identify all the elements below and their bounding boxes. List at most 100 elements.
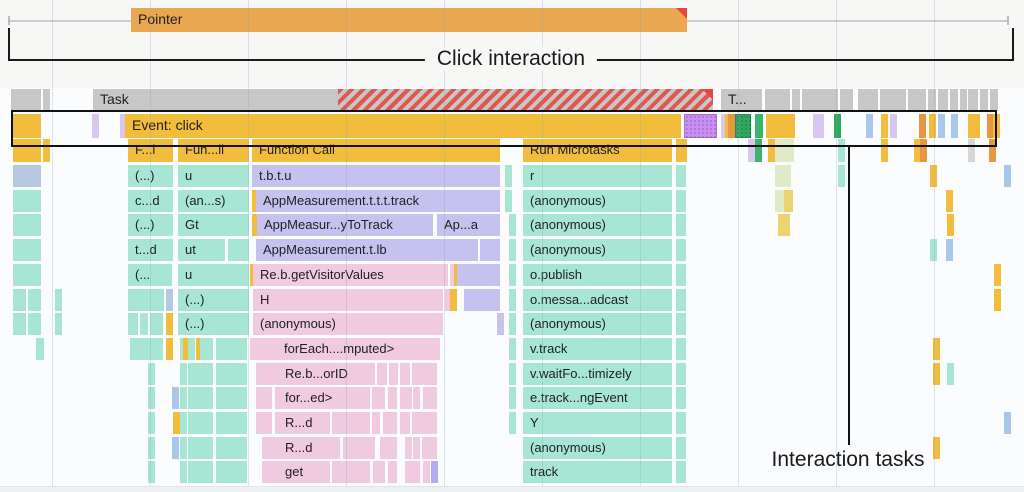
flame-segment[interactable] xyxy=(892,89,906,111)
flame-segment[interactable] xyxy=(947,363,954,385)
flame-segment[interactable] xyxy=(989,139,996,162)
flame-segment[interactable] xyxy=(377,363,387,385)
flame-segment[interactable] xyxy=(679,214,686,236)
flame-segment[interactable] xyxy=(199,437,213,459)
bar-t[interactable]: T... xyxy=(721,89,762,111)
flame-segment[interactable] xyxy=(128,289,164,311)
bar-appmeasurement-t-lb[interactable]: AppMeasurement.t.lb xyxy=(256,239,478,261)
bar-appmeasur-ytotrack[interactable]: AppMeasur...yToTrack xyxy=(257,214,433,236)
flame-segment[interactable] xyxy=(881,139,888,162)
flame-segment[interactable] xyxy=(808,89,838,111)
flame-segment[interactable] xyxy=(338,89,713,111)
flame-segment[interactable] xyxy=(450,289,457,311)
bar-an-s[interactable]: (an...s) xyxy=(178,190,249,212)
bar-ap-a[interactable]: Ap...a xyxy=(437,214,500,236)
flame-segment[interactable] xyxy=(13,289,26,311)
flame-segment[interactable] xyxy=(28,289,41,311)
bar-v-waitfo-timizely[interactable]: v.waitFo...timizely xyxy=(523,363,672,385)
flame-segment[interactable] xyxy=(263,412,272,434)
bar[interactable]: (... xyxy=(128,264,172,286)
flame-segment[interactable] xyxy=(216,363,223,385)
flame-segment[interactable] xyxy=(193,437,200,459)
flame-segment[interactable] xyxy=(166,289,173,311)
bar-anonymous[interactable]: (anonymous) xyxy=(523,190,672,212)
flame-segment[interactable] xyxy=(234,437,241,459)
flame-segment[interactable] xyxy=(221,338,228,360)
flame-segment[interactable] xyxy=(228,338,235,360)
flame-segment[interactable] xyxy=(1004,412,1011,434)
flame-segment[interactable] xyxy=(200,338,213,360)
flame-segment[interactable] xyxy=(228,461,235,483)
flame-segment[interactable] xyxy=(55,289,62,311)
flame-segment[interactable] xyxy=(838,139,845,162)
flame-segment[interactable] xyxy=(199,461,213,483)
flame-segment[interactable] xyxy=(13,190,41,212)
flame-segment[interactable] xyxy=(680,139,687,162)
flame-segment[interactable] xyxy=(188,363,195,385)
flame-segment[interactable] xyxy=(253,338,260,360)
flame-segment[interactable] xyxy=(216,387,223,409)
flame-segment[interactable] xyxy=(880,89,887,111)
flame-segment[interactable] xyxy=(221,412,228,434)
flame-segment[interactable] xyxy=(755,139,762,162)
flame-segment[interactable] xyxy=(450,264,457,286)
flame-segment[interactable] xyxy=(413,387,420,409)
flame-segment[interactable] xyxy=(332,412,370,434)
flame-segment[interactable] xyxy=(676,139,683,162)
flame-segment[interactable] xyxy=(240,437,247,459)
flame-segment[interactable] xyxy=(216,461,223,483)
flame-segment[interactable] xyxy=(196,338,203,360)
flame-segment[interactable] xyxy=(920,139,927,162)
flame-segment[interactable] xyxy=(257,338,264,360)
flame-segment[interactable] xyxy=(748,139,755,162)
flame-segment[interactable] xyxy=(372,412,380,434)
flame-segment[interactable] xyxy=(256,387,263,409)
bar-u[interactable]: u xyxy=(178,264,249,286)
flame-segment[interactable] xyxy=(36,338,44,360)
flame-segment[interactable] xyxy=(256,412,263,434)
bar-anonymous[interactable]: (anonymous) xyxy=(523,313,672,335)
flame-segment[interactable] xyxy=(765,89,790,111)
bar-pointer[interactable]: Pointer xyxy=(131,8,687,32)
flame-segment[interactable] xyxy=(509,387,516,409)
flame-segment[interactable] xyxy=(240,338,247,360)
flame-segment[interactable] xyxy=(148,387,155,409)
bar-get[interactable]: get xyxy=(275,461,330,483)
flame-segment[interactable] xyxy=(172,437,179,459)
flame-segment[interactable] xyxy=(802,89,809,111)
flame-segment[interactable] xyxy=(150,313,163,335)
bar-v-track[interactable]: v.track xyxy=(523,338,672,360)
flame-segment[interactable] xyxy=(188,461,195,483)
flame-segment[interactable] xyxy=(383,412,397,434)
flame-segment[interactable] xyxy=(13,313,26,335)
flame-segment[interactable] xyxy=(221,387,228,409)
flame-segment[interactable] xyxy=(914,139,921,162)
flame-segment[interactable] xyxy=(947,214,954,236)
flame-segment[interactable] xyxy=(234,412,241,434)
flame-segment[interactable] xyxy=(980,89,988,111)
flame-segment[interactable] xyxy=(946,190,953,212)
flame-segment[interactable] xyxy=(148,461,155,483)
bar-task[interactable]: Task xyxy=(93,89,338,111)
flame-segment[interactable] xyxy=(221,461,228,483)
bar-t-d[interactable]: t...d xyxy=(128,239,173,261)
flame-segment[interactable] xyxy=(180,437,187,459)
flame-segment[interactable] xyxy=(509,412,516,434)
flame-segment[interactable] xyxy=(838,165,845,187)
flame-segment[interactable] xyxy=(908,89,915,111)
bar-re-b-orid[interactable]: Re.b...orID xyxy=(275,363,375,385)
flame-segment[interactable] xyxy=(180,412,187,434)
flame-segment[interactable] xyxy=(994,289,1001,311)
bar-r-d[interactable]: R...d xyxy=(275,412,330,434)
flame-segment[interactable] xyxy=(933,437,940,459)
flame-segment[interactable] xyxy=(234,363,241,385)
flame-segment[interactable] xyxy=(509,239,516,261)
flame-segment[interactable] xyxy=(13,139,41,162)
flame-segment[interactable] xyxy=(13,239,41,261)
flame-segment[interactable] xyxy=(389,363,398,385)
flame-segment[interactable] xyxy=(148,363,155,385)
flame-segment[interactable] xyxy=(140,313,148,335)
flame-segment[interactable] xyxy=(412,363,419,385)
flame-segment[interactable] xyxy=(968,114,975,138)
flame-segment[interactable] xyxy=(148,437,155,459)
